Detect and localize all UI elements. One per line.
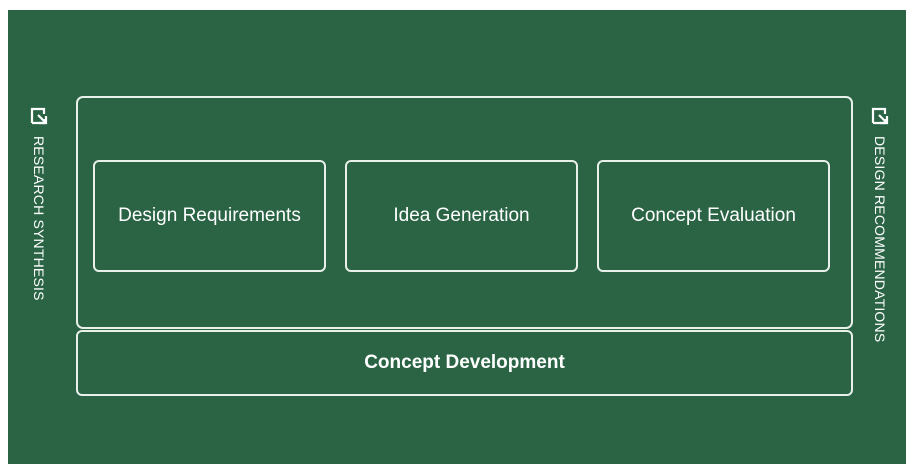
design-recommendations-side: DESIGN RECOMMENDATIONS: [869, 106, 891, 342]
phase-label: Concept Development: [364, 352, 565, 373]
research-synthesis-side: RESEARCH SYNTHESIS: [28, 106, 50, 301]
exit-arrow-icon: [30, 107, 48, 125]
research-synthesis-label: RESEARCH SYNTHESIS: [31, 136, 47, 301]
exit-arrow-icon: [871, 107, 889, 125]
stage-concept-evaluation: Concept Evaluation: [597, 160, 830, 272]
concept-development-frame: [76, 96, 853, 329]
concept-development-bar: Concept Development: [76, 330, 853, 396]
design-recommendations-label: DESIGN RECOMMENDATIONS: [872, 136, 888, 343]
diagram-canvas: RESEARCH SYNTHESIS Design Requirements I…: [8, 10, 906, 464]
stage-label: Idea Generation: [393, 205, 530, 226]
stage-idea-generation: Idea Generation: [345, 160, 578, 272]
stage-label: Design Requirements: [118, 205, 301, 226]
stage-design-requirements: Design Requirements: [93, 160, 326, 272]
stage-label: Concept Evaluation: [631, 205, 796, 226]
